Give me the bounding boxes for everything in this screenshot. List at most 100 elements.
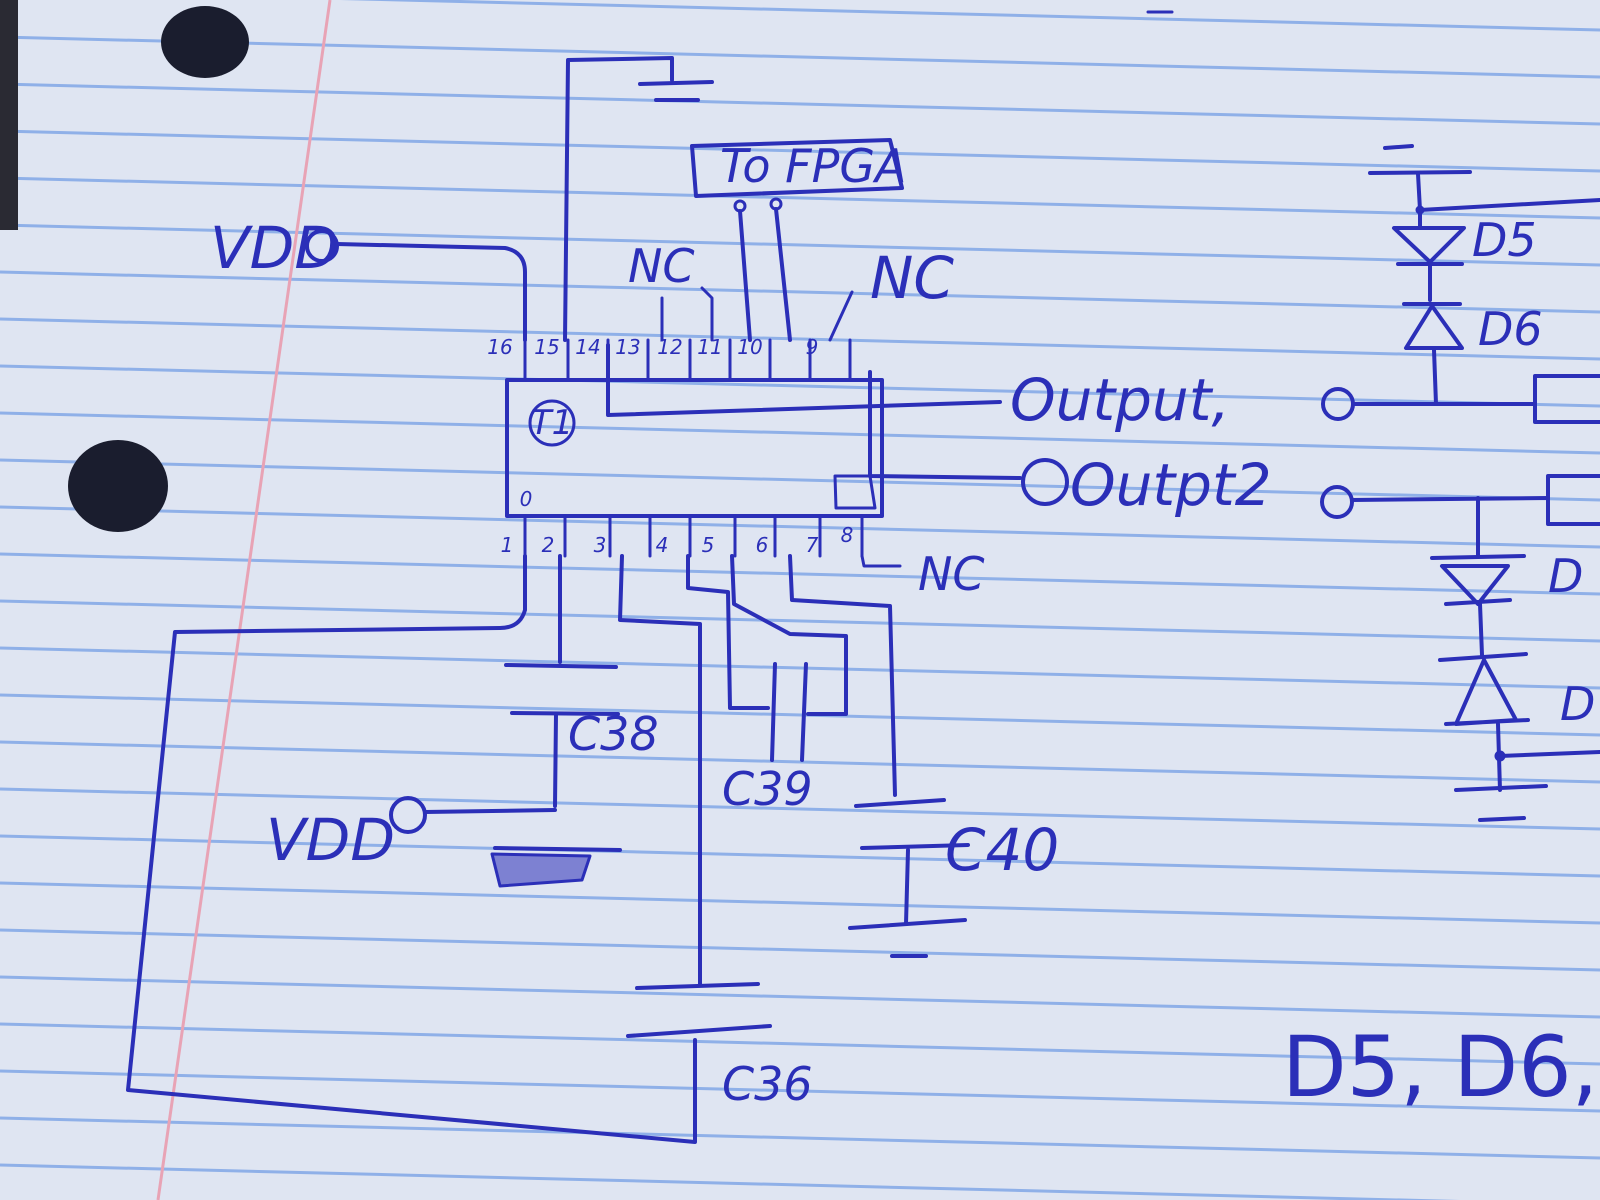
ic-top-pin-numbers: 16 15 14 13 12 11 10 9 [487,335,818,359]
output1-terminal [1321,387,1355,421]
output2-connector [1546,474,1600,526]
d5-diode-symbol [1392,212,1466,266]
ruled-line [0,223,1600,267]
output1-net: Output, [606,343,1600,434]
c40-label: C40 [945,816,1059,884]
nc-bottom-label: NC [918,547,985,601]
fpga-connector: To FPGA [690,138,907,342]
pin-number: 8 [841,523,854,547]
ruled-line [0,82,1600,126]
ic-t1: T1 0 16 15 14 13 12 11 10 9 1 2 3 4 5 [487,335,884,558]
d8-diode-symbol [1438,602,1530,726]
fpga-wires [738,207,792,342]
c40-plates [854,798,970,850]
nc-top-left-label: NC [628,239,695,293]
ruled-line [0,928,1600,972]
c38-ground [493,846,622,852]
c36-label: C36 [722,1057,813,1111]
margin-line [156,0,332,1200]
punch-hole-top [161,6,249,78]
diodes-d7-d8: D D [1430,496,1600,822]
d7-label-partial: D [1548,549,1583,603]
ruled-line [0,1022,1600,1066]
ruled-line [0,881,1600,925]
c38-ground-hatch [490,852,592,888]
output2-pin8-box [833,474,877,510]
c40-bottom-lead [904,848,910,926]
c39-label: C39 [722,762,813,816]
c40-top-lead [788,554,897,797]
ruled-line [0,35,1600,79]
nc-top-left-stubs [660,286,714,342]
d5-ground-symbol [1368,144,1472,175]
vdd-top-net: VDD [210,214,527,342]
pin-number: 2 [542,533,555,557]
d5-top-wire [1416,172,1600,212]
pin-number: 15 [534,335,559,359]
ruled-line [0,834,1600,878]
d7-diode-symbol [1430,554,1526,606]
fpga-label: To FPGA [720,139,907,193]
c39-plates [770,662,808,762]
punch-hole-middle [68,440,168,532]
vdd-bottom-terminal [389,796,427,834]
c36-plates [626,982,772,1038]
d5-label: D5 [1472,213,1537,267]
ic-name-label: T1 [531,403,573,443]
d6-label: D6 [1478,302,1543,356]
pin1-loop-wire [126,554,697,1144]
ruled-line [0,787,1600,831]
vdd-bottom-wire [423,808,557,814]
output2-terminal [1320,485,1354,519]
ground-top-symbol [638,80,714,102]
c40-ground [848,918,967,958]
c39-right-lead [730,554,848,716]
ic-orientation-mark: 0 [520,487,533,511]
capacitor-c38: C38 [490,554,659,888]
ruled-line [0,458,1600,502]
ruled-line [0,693,1600,737]
c38-bottom-lead [553,712,558,808]
output1-connector [1533,374,1600,424]
capacitor-c40: C40 [788,554,1059,958]
ruled-line [0,270,1600,314]
c38-plates [504,663,620,716]
output1-label: Output, [1010,366,1230,434]
vdd-bottom-net: VDD [266,796,557,874]
ruled-line [339,0,1600,32]
d6-diode-symbol [1402,264,1464,350]
ruled-line [0,740,1600,784]
d8-bottom-leads [1496,722,1600,792]
c39-left-lead [686,554,770,710]
d8-junction-dot [1494,750,1506,762]
pin-number: 13 [615,335,640,359]
pin-number: 1 [501,533,514,557]
nc-top-right-label: NC [870,244,954,312]
ruled-line [0,599,1600,643]
pin-number: 6 [756,533,769,557]
capacitor-c39: C39 [686,554,848,816]
pin-number: 4 [656,533,669,557]
ruled-line [0,975,1600,1019]
nc-top-right-stub [828,290,854,342]
ruled-line [0,364,1600,408]
ruled-line [0,505,1600,549]
ground-top-net [563,56,714,342]
c38-label: C38 [568,707,659,761]
output2-wire [868,370,1022,480]
ruled-line [0,552,1600,596]
ruled-line [0,129,1600,173]
pin-number: 14 [575,335,600,359]
pin-number: 16 [487,335,512,359]
vdd-top-wire [335,242,527,342]
ic-bottom-pin-dividers [523,514,864,558]
ruled-line [0,411,1600,455]
d8-label-partial: D [1560,677,1595,731]
paper-edge-shadow [0,0,18,230]
output2-label: Outpt2 [1070,451,1272,519]
pin-number: 9 [806,335,819,359]
capacitor-c36: C36 [618,554,813,1111]
pin-number: 3 [594,533,607,557]
ruled-line [0,176,1600,220]
